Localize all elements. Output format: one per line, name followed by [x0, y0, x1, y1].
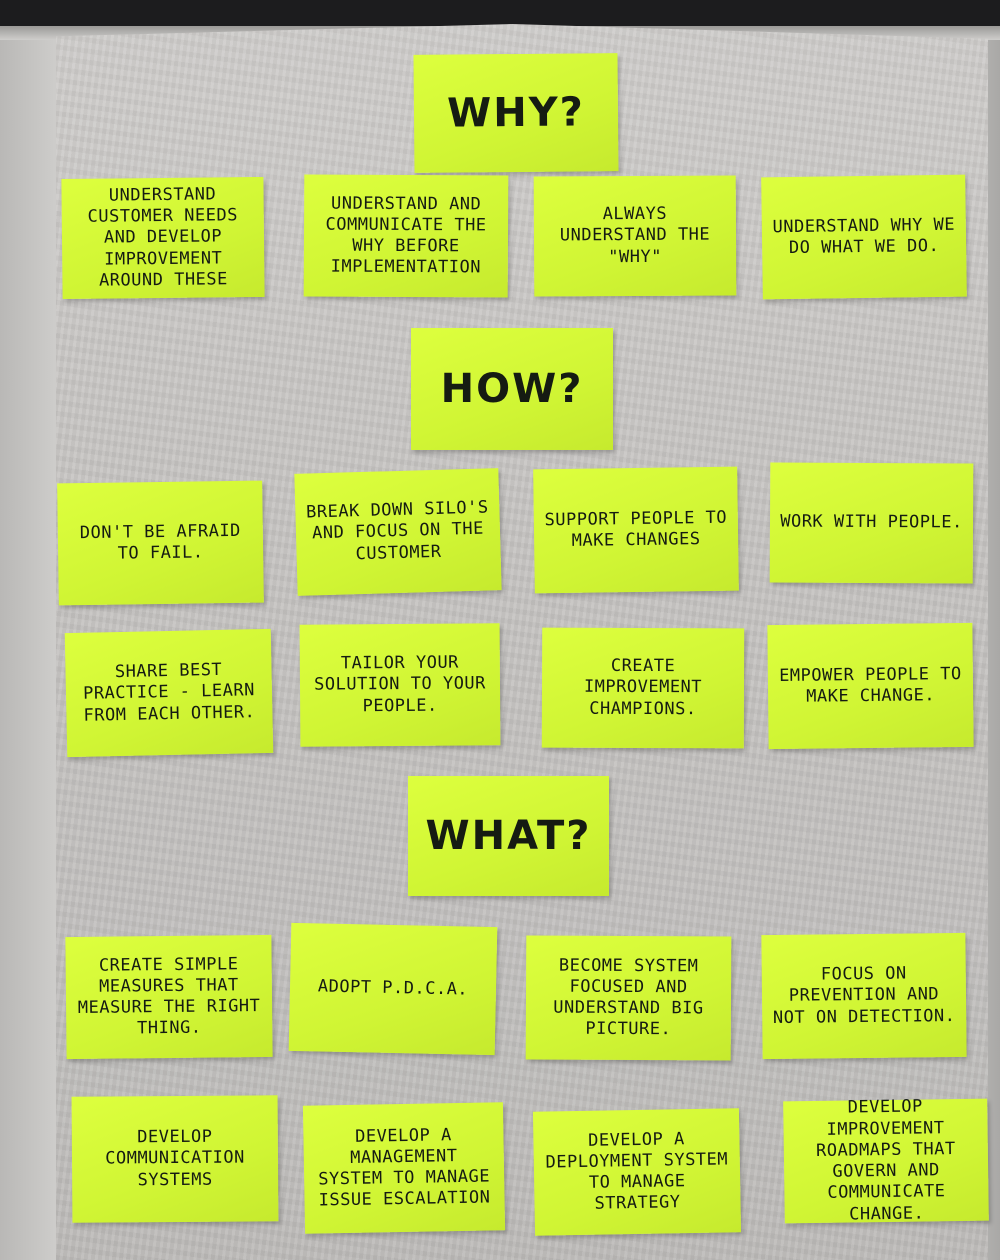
heading-how-note: How? — [411, 328, 613, 450]
how-note-1: Don't be afraid to fail. — [57, 480, 264, 606]
what-note-1: Create simple measures that measure the … — [65, 934, 273, 1060]
what-note-4: Focus on prevention and not on detection… — [761, 932, 967, 1060]
what-note-5: Develop communication systems — [71, 1095, 279, 1223]
how-note-3: Support people to make changes — [533, 466, 739, 594]
heading-why-note: Why? — [413, 53, 619, 173]
what-note-6: Develop a management system to manage is… — [302, 1102, 506, 1234]
what-note-8: Develop improvement roadmaps that govern… — [783, 1097, 989, 1224]
how-note-4: Work with people. — [769, 462, 974, 584]
heading-what-note: What? — [408, 776, 609, 896]
why-note-1: Understand customer needs and develop im… — [61, 176, 265, 300]
why-note-2: Understand and communicate the why befor… — [303, 174, 509, 298]
heading-why: Why? — [446, 89, 586, 137]
how-note-7: Create improvement champions. — [541, 627, 745, 749]
how-note-6: Tailor your solution to your people. — [299, 623, 501, 747]
what-note-3: Become system focused and understand big… — [525, 935, 732, 1061]
what-note-7: Develop a deployment system to manage st… — [532, 1108, 742, 1236]
wall-top-edge — [0, 0, 1000, 26]
what-note-2: Adopt P.D.C.A. — [288, 922, 498, 1056]
how-note-5: Share best practice - learn from each ot… — [64, 628, 274, 758]
heading-how: How? — [440, 366, 584, 412]
why-note-4: Understand why we do what we do. — [761, 174, 967, 300]
why-note-3: Always understand the "why" — [533, 175, 737, 297]
how-note-8: Empower people to make change. — [767, 622, 974, 750]
heading-what: What? — [425, 813, 592, 859]
how-note-2: Break down silo's and focus on the custo… — [294, 468, 502, 596]
